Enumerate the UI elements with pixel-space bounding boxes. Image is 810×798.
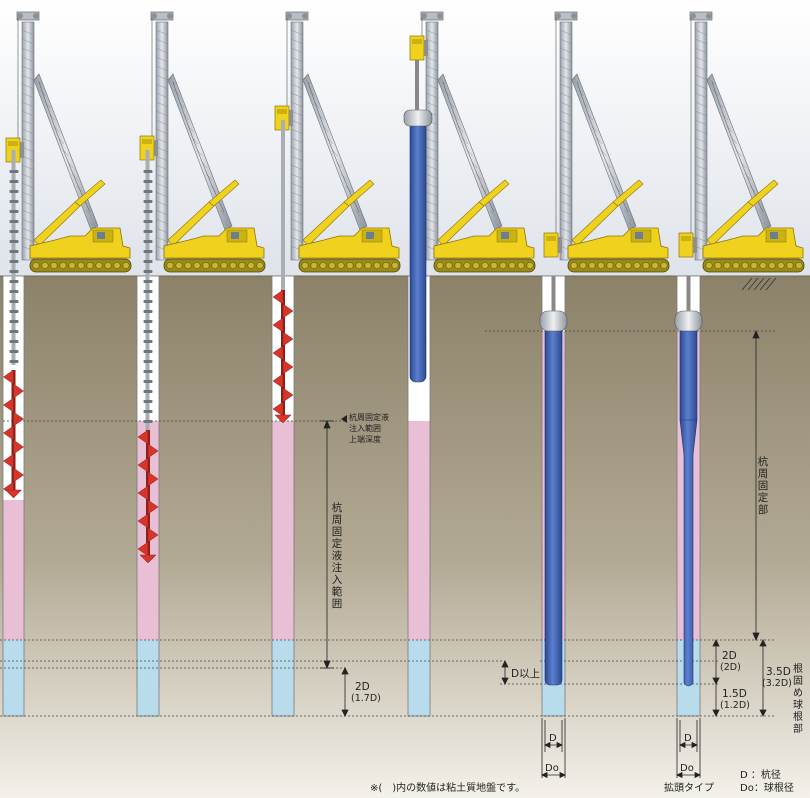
label-3-2d: (3.2D) — [762, 678, 792, 689]
pile-column-6 — [674, 276, 703, 687]
injection-top-pointer — [341, 415, 347, 423]
label-injection-top-1: 杭周固定液 — [349, 412, 389, 422]
label-injection-range: 杭周固定液注入範囲 — [331, 502, 343, 610]
label-d-ijo: D以上 — [511, 668, 540, 680]
label-1-2d: (1.2D) — [720, 700, 750, 711]
sky — [0, 0, 810, 276]
label-dim-do-1: Do — [545, 763, 559, 774]
label-1-7d: (1.7D) — [351, 693, 381, 704]
label-root-fixed: 根固め球根部 — [793, 664, 803, 735]
pile-driver-3 — [274, 11, 401, 273]
label-2d-b-sub: (2D) — [720, 662, 741, 673]
dimension-lines — [320, 329, 767, 779]
label-2d: 2D — [355, 681, 370, 693]
label-injection-top-3: 上端深度 — [349, 434, 381, 444]
auger-column-1 — [3, 150, 24, 499]
pile-driver-6 — [678, 11, 805, 273]
auger-column-3 — [272, 120, 294, 424]
label-dim-d-2: D — [684, 733, 692, 744]
pile-column-4 — [403, 60, 433, 383]
label-injection-top-2: 注入範囲 — [349, 423, 381, 433]
label-expand-type: 拡頭タイプ — [664, 781, 714, 794]
label-dim-d-1: D — [549, 733, 557, 744]
pile-driver-2 — [139, 11, 266, 273]
reference-lines — [0, 330, 775, 717]
auger-column-2 — [137, 150, 159, 564]
pile-driver-1 — [5, 11, 132, 273]
ground-hatch — [741, 277, 777, 291]
label-3-5d: 3.5D — [766, 666, 791, 678]
legend-d: D ：杭径 — [740, 768, 781, 781]
pile-driver-5 — [543, 11, 670, 273]
footnote: ※( )内の数値は粘土質地盤です。 — [370, 781, 525, 794]
label-dim-do-2: Do — [680, 763, 694, 774]
label-pile-fixed: 杭周固定部 — [757, 456, 769, 516]
label-2d-b: 2D — [722, 650, 737, 662]
soil-ground — [0, 276, 810, 798]
pile-column-5 — [539, 276, 568, 686]
legend-do: Do：球根径 — [740, 781, 794, 794]
label-1-5d: 1.5D — [722, 688, 747, 700]
